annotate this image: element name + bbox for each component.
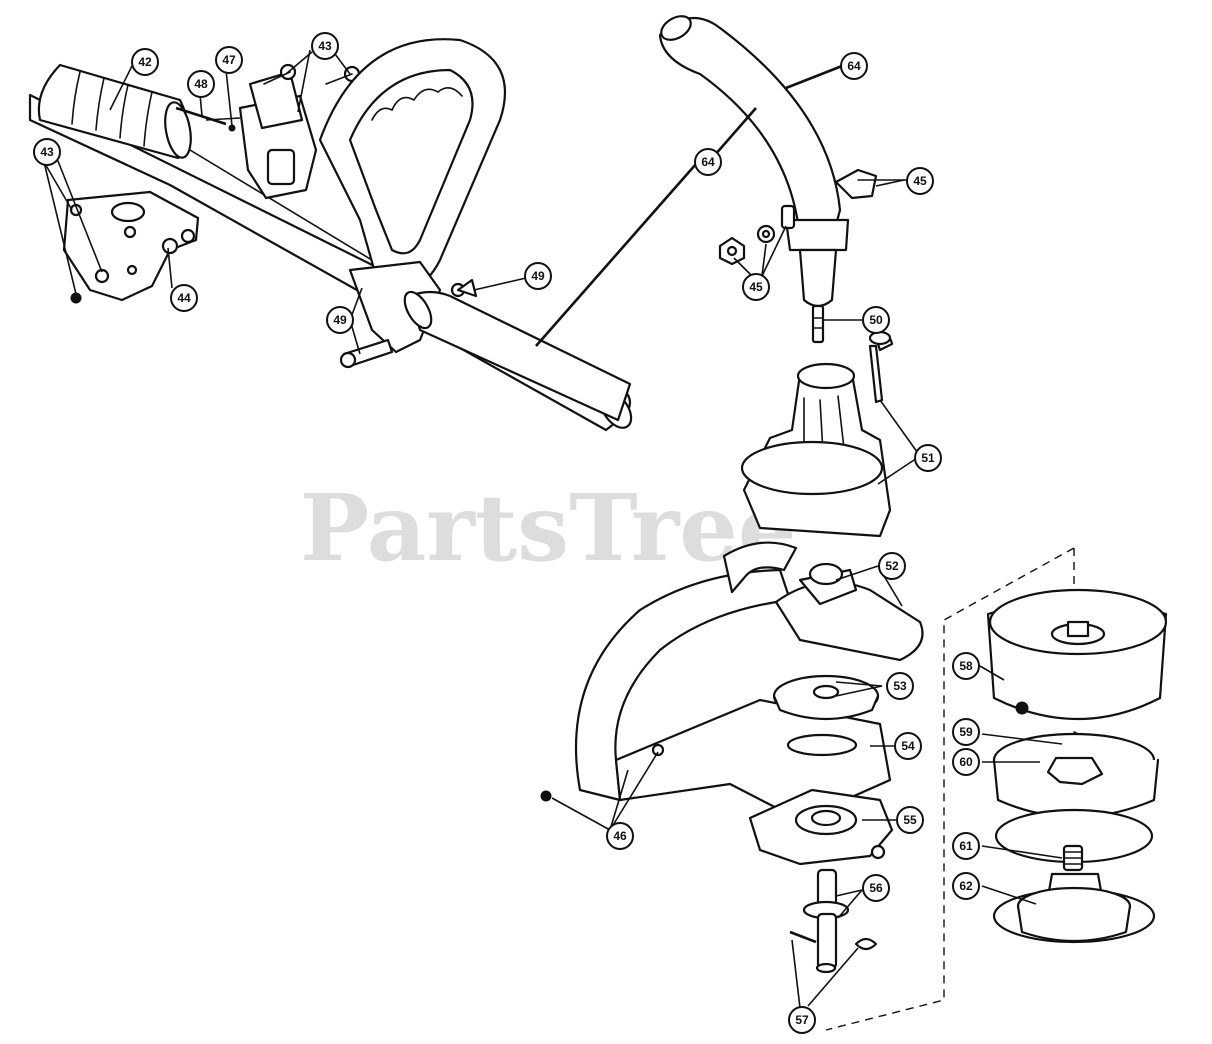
svg-text:46: 46 xyxy=(613,829,627,843)
support-arm xyxy=(403,290,632,422)
callout-44: 44 xyxy=(170,284,198,312)
spool-cup xyxy=(772,674,880,721)
svg-text:45: 45 xyxy=(913,174,927,188)
callout-60: 60 xyxy=(952,748,980,776)
callout-47: 47 xyxy=(215,46,243,74)
callout-61: 61 xyxy=(952,832,980,860)
svg-text:64: 64 xyxy=(847,59,861,73)
svg-text:42: 42 xyxy=(138,55,152,69)
svg-text:60: 60 xyxy=(959,755,973,769)
svg-text:53: 53 xyxy=(893,679,907,693)
callout-58: 58 xyxy=(952,652,980,680)
callout-59: 59 xyxy=(952,718,980,746)
callout-54: 54 xyxy=(894,732,922,760)
callout-64b: 64 xyxy=(694,148,722,176)
svg-text:48: 48 xyxy=(194,77,208,91)
spool-housing xyxy=(986,588,1168,721)
svg-text:52: 52 xyxy=(885,559,899,573)
gear-housing xyxy=(740,330,894,538)
svg-text:50: 50 xyxy=(869,313,883,327)
throttle-grip xyxy=(37,63,192,160)
callout-57: 57 xyxy=(788,1006,816,1034)
drive-shaft-square xyxy=(811,304,825,344)
callout-51: 51 xyxy=(914,444,942,472)
svg-text:62: 62 xyxy=(959,879,973,893)
callout-43a: 43 xyxy=(311,32,339,60)
callout-48: 48 xyxy=(187,70,215,98)
svg-text:45: 45 xyxy=(749,280,763,294)
callout-52: 52 xyxy=(878,552,906,580)
callout-46: 46 xyxy=(606,822,634,850)
svg-text:55: 55 xyxy=(903,813,917,827)
svg-text:49: 49 xyxy=(333,313,347,327)
svg-text:57: 57 xyxy=(795,1013,809,1027)
svg-text:43: 43 xyxy=(40,145,54,159)
bearing-plate xyxy=(748,788,894,866)
svg-text:56: 56 xyxy=(869,881,883,895)
svg-text:64: 64 xyxy=(701,155,715,169)
assembly-bracket xyxy=(825,547,1075,1031)
callout-62: 62 xyxy=(952,872,980,900)
spindle xyxy=(789,868,878,974)
curved-shaft-tube xyxy=(658,15,907,308)
svg-text:49: 49 xyxy=(531,269,545,283)
svg-text:61: 61 xyxy=(959,839,973,853)
line-guard xyxy=(540,568,892,822)
svg-text:44: 44 xyxy=(177,291,191,305)
callout-64a: 64 xyxy=(840,52,868,80)
callout-55: 55 xyxy=(896,806,924,834)
svg-text:43: 43 xyxy=(318,39,332,53)
callout-49b: 49 xyxy=(326,306,354,334)
callout-45a: 45 xyxy=(906,167,934,195)
spool-cover xyxy=(992,886,1156,944)
callout-45b: 45 xyxy=(742,273,770,301)
callout-50: 50 xyxy=(862,306,890,334)
svg-text:58: 58 xyxy=(959,659,973,673)
svg-text:51: 51 xyxy=(921,451,935,465)
watermark: PartsTree xyxy=(300,474,796,582)
cutting-head-disc xyxy=(722,541,924,662)
callout-42: 42 xyxy=(131,48,159,76)
callout-43b: 43 xyxy=(33,138,61,166)
callout-49a: 49 xyxy=(524,262,552,290)
callout-56: 56 xyxy=(862,874,890,902)
svg-text:47: 47 xyxy=(222,53,236,67)
spool-reel xyxy=(992,732,1160,864)
svg-text:59: 59 xyxy=(959,725,973,739)
callout-53: 53 xyxy=(886,672,914,700)
loop-handle xyxy=(318,38,507,369)
svg-text:54: 54 xyxy=(901,739,915,753)
